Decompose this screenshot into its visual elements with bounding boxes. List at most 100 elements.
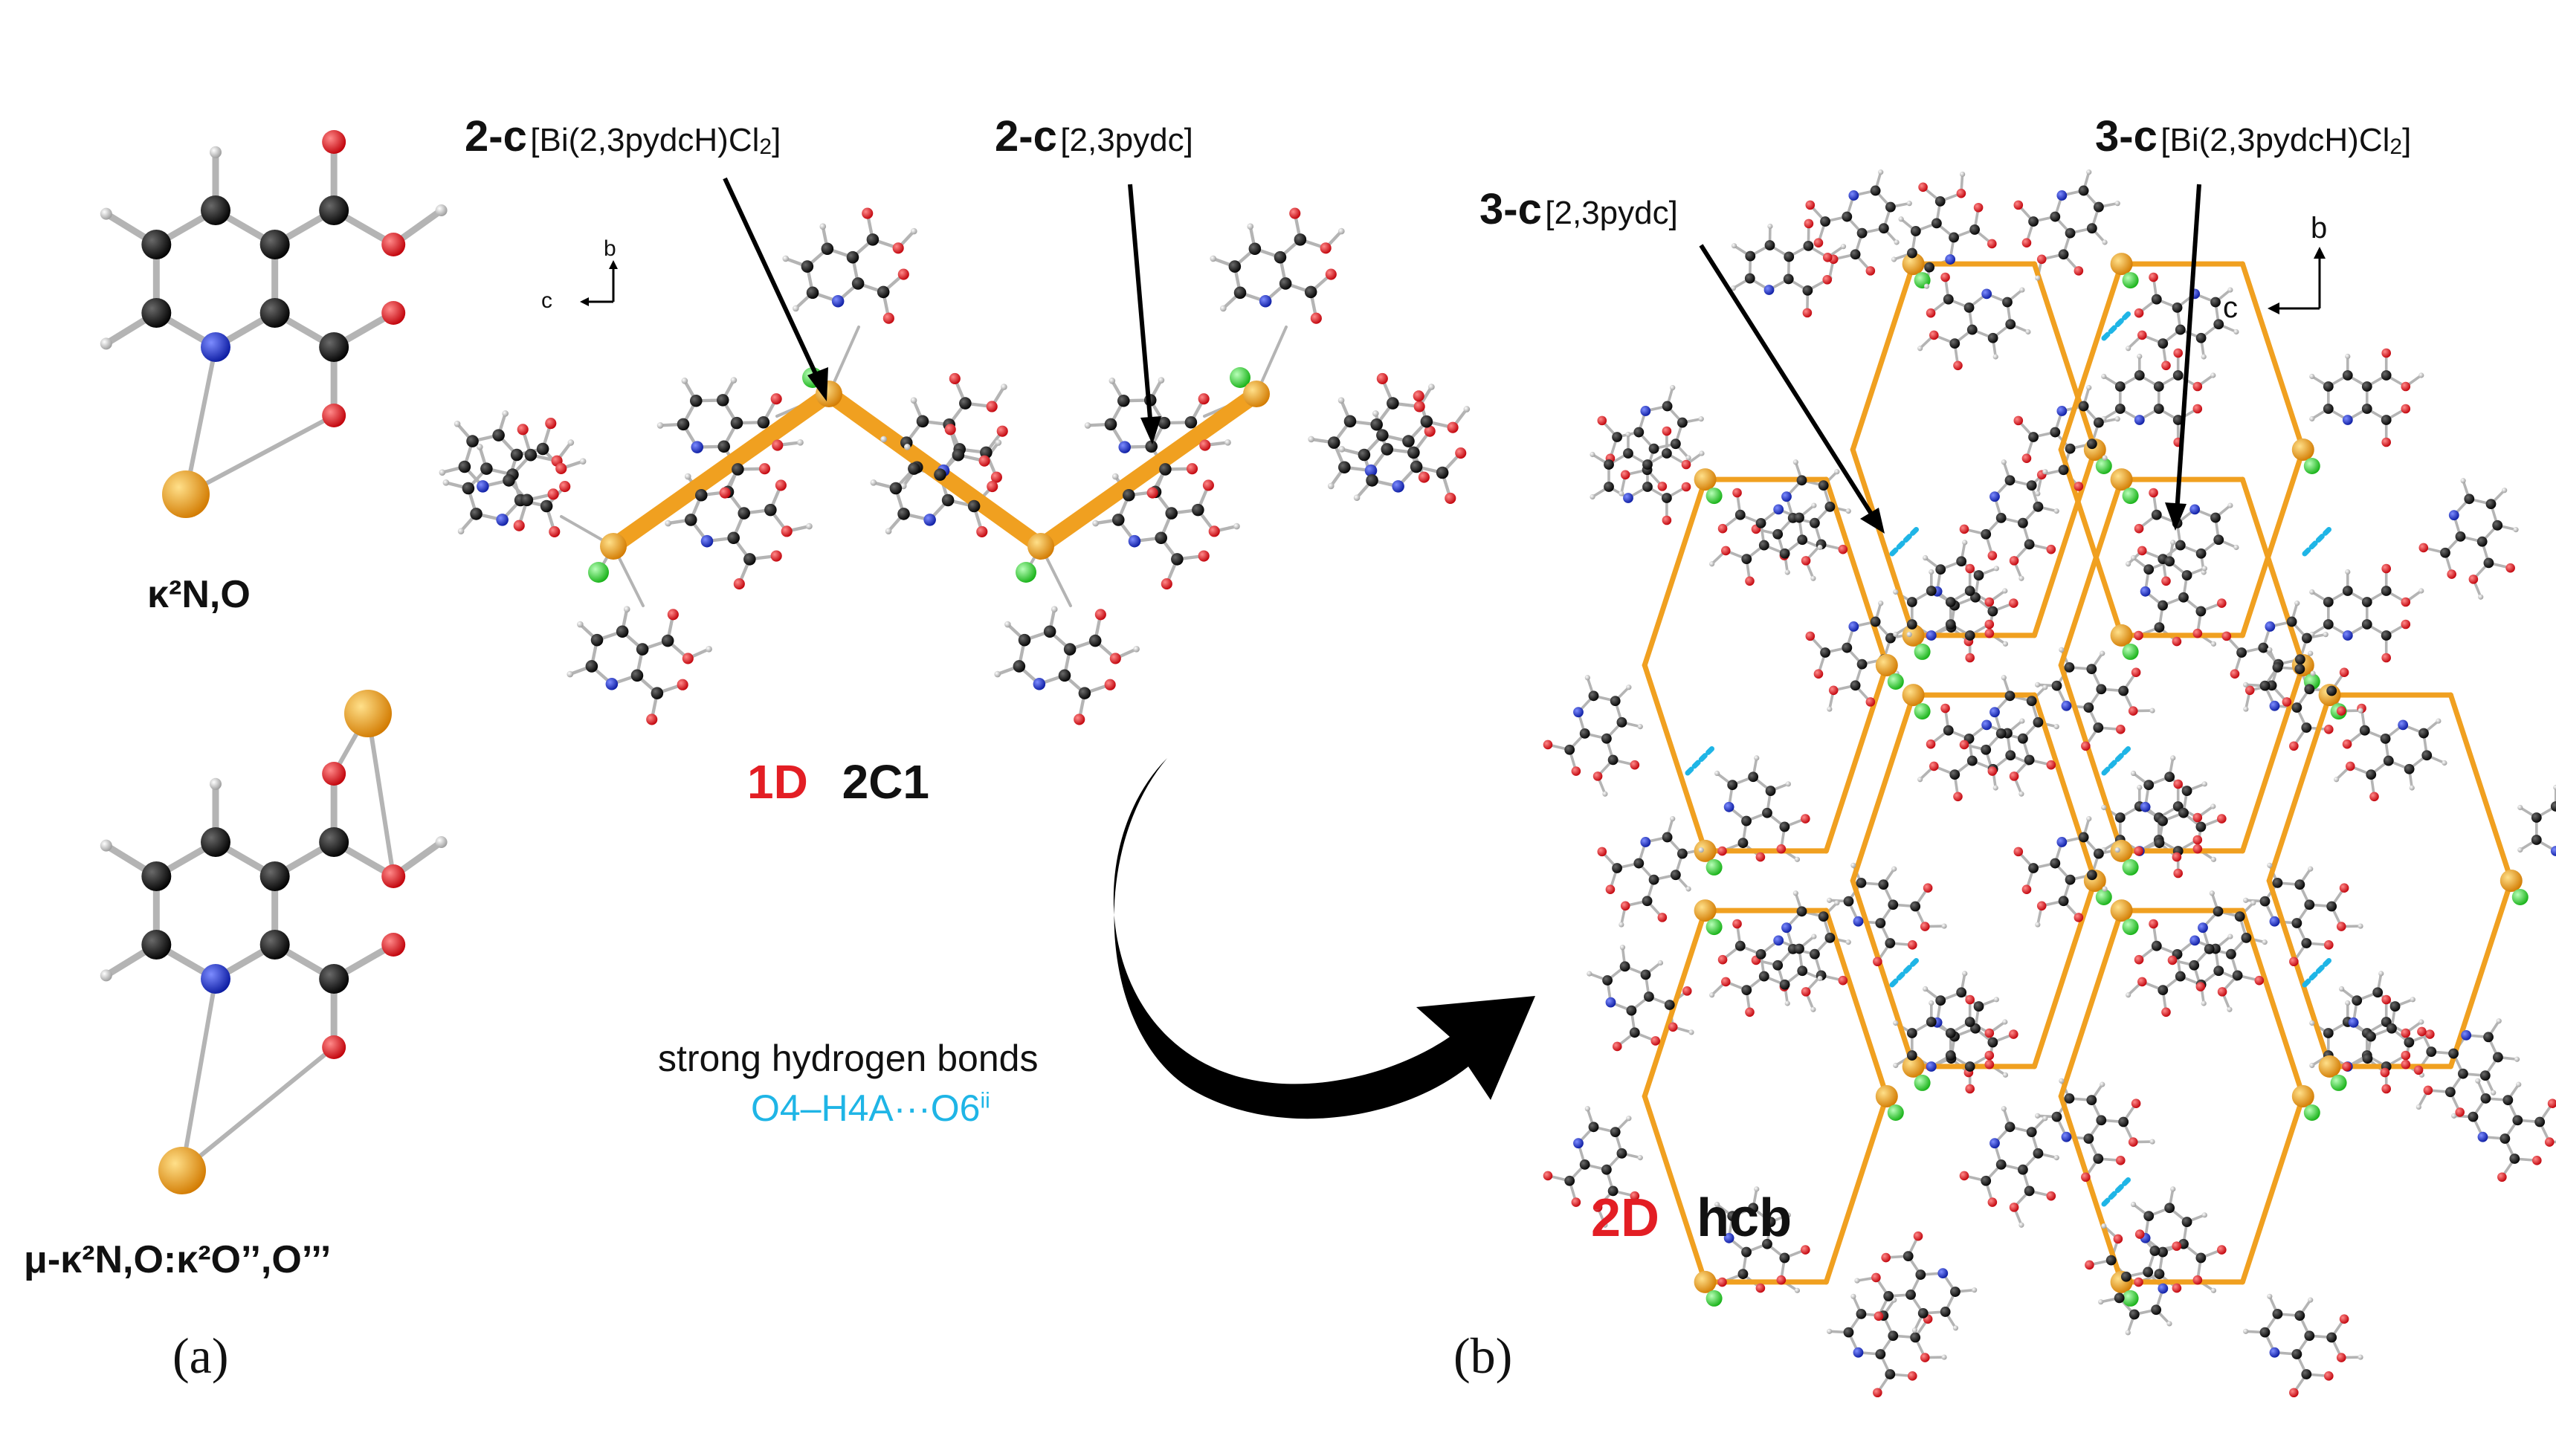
hydrogen-atom <box>2357 1354 2363 1360</box>
carbon-atom <box>2158 600 2168 611</box>
carbon-atom <box>1376 429 1389 441</box>
hydrogen-atom <box>1698 416 1704 422</box>
hydrogen-atom <box>2308 866 2314 872</box>
hydrogen-atom <box>1962 540 1968 546</box>
hydrogen-atom <box>1792 890 1798 896</box>
carbon-atom <box>1274 250 1287 264</box>
oxygen-atom <box>2013 847 2024 857</box>
hydrogen-atom <box>665 520 671 527</box>
chlorine-atom <box>2122 858 2139 876</box>
carbon-atom <box>1779 979 1790 990</box>
label-3c-bi-tail: ] <box>2402 122 2412 158</box>
hydrogen-atom <box>2053 724 2059 730</box>
carbon-atom <box>1741 1246 1752 1258</box>
carbon-atom <box>1610 1127 1621 1138</box>
oxygen-atom <box>1984 597 1995 607</box>
carbon-atom <box>1623 448 1633 459</box>
nitrogen-atom <box>477 480 489 493</box>
bismuth-atom <box>2499 870 2523 892</box>
carbon-atom <box>1381 443 1394 456</box>
hydrogen-atom <box>1051 606 1058 613</box>
nitrogen-atom <box>1848 621 1859 632</box>
carbon-atom <box>1966 755 1978 766</box>
hydrogen-atom <box>1626 1116 1632 1122</box>
carbon-atom <box>1610 696 1621 707</box>
carbon-atom <box>2005 319 2016 330</box>
chlorine-atom <box>2122 919 2139 936</box>
hydrogen-atom <box>684 473 691 480</box>
oxygen-atom <box>2134 846 2143 856</box>
hydrogen-atom <box>2250 900 2256 906</box>
carbon-atom <box>717 440 731 453</box>
carbon-atom <box>2534 1116 2546 1127</box>
hydrogen-atom <box>1834 900 1840 906</box>
oxygen-atom <box>2113 1234 2123 1244</box>
carbon-atom <box>1564 744 1575 755</box>
carbon-atom <box>2304 684 2315 695</box>
carbon-atom <box>2259 896 2271 907</box>
nitrogen-atom <box>1945 254 1956 265</box>
hydrogen-atom <box>2086 816 2092 822</box>
network-link <box>2239 1093 2306 1285</box>
hydrogen-atom <box>2478 594 2484 600</box>
oxygen-atom <box>2401 619 2411 630</box>
hydrogen-atom <box>2149 708 2155 714</box>
nitrogen-atom <box>2140 586 2151 597</box>
carbon-atom <box>1343 415 1357 428</box>
chlorine-atom <box>2330 1074 2347 1091</box>
carbon-atom <box>2078 185 2089 196</box>
pointer-arrowhead-2c-pydc <box>1140 416 1161 444</box>
carbon-atom <box>1843 1327 1854 1338</box>
bismuth-atom <box>1027 533 1054 560</box>
nitrogen-atom <box>1033 678 1046 690</box>
oxygen-atom <box>1543 740 1553 750</box>
carbon-atom <box>1748 1203 1759 1214</box>
carbon-atom <box>2258 642 2269 653</box>
carbon-atom <box>2065 227 2076 239</box>
carbon-atom <box>201 827 230 857</box>
hydrogen-atom <box>1372 410 1379 417</box>
chlorine-atom <box>1016 562 1036 583</box>
carbon-atom <box>2404 763 2415 774</box>
hydrogen-atom <box>793 305 799 312</box>
carbon-atom <box>2381 630 2392 641</box>
carbon-atom <box>2033 1148 2044 1159</box>
chlorine-atom <box>1914 1074 1931 1091</box>
carbon-atom <box>1602 975 1613 986</box>
carbon-atom <box>1945 619 1956 630</box>
carbon-atom <box>2455 531 2466 542</box>
oxygen-atom <box>2401 381 2411 392</box>
hydrogen-atom <box>1584 1106 1590 1112</box>
oxygen-atom <box>990 471 1002 483</box>
nitrogen-atom <box>1773 935 1784 946</box>
hydrogen-atom <box>2243 1328 2249 1334</box>
oxygen-atom <box>1732 488 1742 498</box>
label-kappa2-N-O: κ²N,O <box>147 573 251 616</box>
network-link <box>1850 878 1917 1070</box>
hydrogen-atom <box>2149 1139 2155 1145</box>
carbon-atom <box>1945 1050 1956 1061</box>
hydrogen-atom <box>1854 1278 1860 1284</box>
hydrogen-atom <box>1337 397 1345 404</box>
oxygen-atom <box>1161 578 1172 590</box>
hydrogen-atom <box>995 439 1002 446</box>
oxygen-atom <box>1681 482 1691 492</box>
oxygen-atom <box>1959 740 1969 750</box>
carbon-atom <box>2086 664 2097 675</box>
oxygen-atom <box>2401 597 2411 607</box>
carbon-atom <box>2195 821 2207 832</box>
carbon-atom <box>1796 906 1807 917</box>
carbon-atom <box>1917 1308 1929 1319</box>
carbon-atom <box>764 503 777 517</box>
oxygen-atom <box>2192 404 2203 414</box>
oxygen-atom <box>1592 1203 1603 1212</box>
hydrogen-atom <box>1794 1287 1801 1293</box>
carbon-atom <box>2004 475 2016 486</box>
hydrogen-bond-link <box>1889 955 1922 988</box>
nitrogen-atom <box>1853 916 1864 927</box>
hydrogen-atom <box>1587 971 1592 977</box>
pointer-arrow-2c-pydc <box>1128 184 1153 428</box>
hydrogen-atom <box>577 621 584 628</box>
oxygen-atom <box>949 372 961 384</box>
carbon-atom <box>1629 1027 1640 1038</box>
